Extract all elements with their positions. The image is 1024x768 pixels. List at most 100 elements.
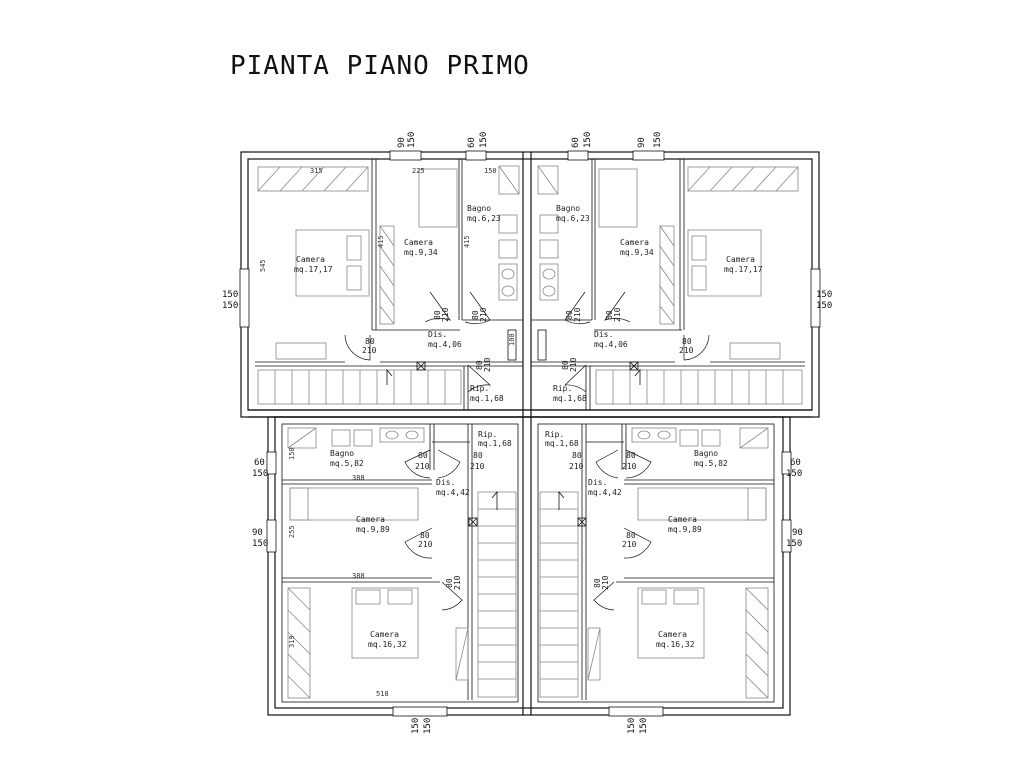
sink-icon bbox=[498, 263, 518, 301]
room-area: mq.4,42 bbox=[588, 488, 622, 497]
door-height: 210 bbox=[453, 575, 462, 590]
room-area: mq.5,82 bbox=[694, 459, 728, 468]
room-area: mq.1,68 bbox=[478, 439, 512, 448]
toilet-icon bbox=[539, 239, 559, 259]
room-area: mq.17,17 bbox=[294, 265, 333, 274]
bidet-icon bbox=[539, 214, 559, 234]
bed-single-icon bbox=[289, 487, 419, 521]
dimension: 150 bbox=[288, 447, 296, 460]
plan-title: PIANTA PIANO PRIMO bbox=[230, 51, 530, 81]
window-height: 150 bbox=[786, 469, 802, 479]
door-width: 80 bbox=[626, 451, 636, 460]
room-name: Bagno bbox=[556, 204, 580, 213]
bed-double-icon bbox=[687, 229, 762, 297]
shower-icon bbox=[498, 165, 520, 195]
door-width: 80 bbox=[365, 337, 375, 346]
door-width: 80 bbox=[682, 337, 692, 346]
room-name: Rip. bbox=[553, 384, 572, 393]
bidet-icon bbox=[353, 429, 373, 447]
dimension: 388 bbox=[352, 572, 365, 580]
room-name: Camera bbox=[404, 238, 433, 247]
unit-bottom-left bbox=[266, 423, 519, 717]
sink-icon bbox=[539, 263, 559, 301]
toilet-icon bbox=[498, 239, 518, 259]
window-height: 150 bbox=[639, 718, 649, 734]
room-name: Dis. bbox=[428, 330, 447, 339]
window-height: 150 bbox=[252, 469, 268, 479]
door-height: 210 bbox=[569, 462, 584, 471]
unit-bottom-right bbox=[537, 423, 792, 717]
door-width: 80 bbox=[565, 310, 574, 320]
bidet-icon bbox=[498, 214, 518, 234]
room-name: Camera bbox=[296, 255, 325, 264]
door-height: 210 bbox=[573, 307, 582, 322]
bed-single-icon bbox=[637, 487, 767, 521]
window-width: 60 bbox=[467, 137, 477, 148]
shower-icon bbox=[287, 427, 317, 449]
room-area: mq.6,23 bbox=[467, 214, 501, 223]
bed-single-icon bbox=[598, 168, 638, 228]
door-height: 210 bbox=[679, 346, 694, 355]
bidet-icon bbox=[679, 429, 699, 447]
room-area: mq.16,32 bbox=[368, 640, 407, 649]
room-name: Camera bbox=[370, 630, 399, 639]
door-height: 210 bbox=[441, 307, 450, 322]
room-area: mq.1,68 bbox=[545, 439, 579, 448]
door-dimensions: 80 210 80 210 80 210 80 210 80 210 80 21… bbox=[362, 307, 694, 590]
window-height: 150 bbox=[786, 539, 802, 549]
room-area: mq.5,82 bbox=[330, 459, 364, 468]
room-area: mq.9,89 bbox=[668, 525, 702, 534]
room-area: mq.1,68 bbox=[470, 394, 504, 403]
toilet-icon bbox=[331, 429, 351, 447]
door-height: 210 bbox=[569, 357, 578, 372]
dimension: 415 bbox=[377, 235, 385, 248]
dimension: 315 bbox=[310, 167, 323, 175]
door-height: 210 bbox=[362, 346, 377, 355]
dimension: 415 bbox=[463, 235, 471, 248]
bed-double-icon bbox=[351, 587, 419, 659]
door-width: 80 bbox=[572, 451, 582, 460]
room-area: mq.16,32 bbox=[656, 640, 695, 649]
window-width: 60 bbox=[254, 458, 265, 468]
shower-icon bbox=[739, 427, 769, 449]
room-name: Camera bbox=[658, 630, 687, 639]
sink-icon bbox=[631, 427, 677, 443]
unit-top-right bbox=[531, 150, 821, 410]
stairs-top-left bbox=[257, 361, 462, 405]
window-width: 90 bbox=[397, 137, 407, 148]
window-width: 90 bbox=[252, 528, 263, 538]
bed-double-icon bbox=[295, 229, 370, 297]
door-height: 210 bbox=[622, 462, 637, 471]
dimension: 150 bbox=[484, 167, 497, 175]
dimension: 255 bbox=[288, 525, 296, 538]
room-name: Camera bbox=[668, 515, 697, 524]
sink-icon bbox=[379, 427, 425, 443]
door-height: 210 bbox=[418, 540, 433, 549]
window-dimensions: 90 150 60 150 60 150 90 150 150 150 150 … bbox=[222, 132, 832, 734]
room-name: Camera bbox=[726, 255, 755, 264]
bed-single-icon bbox=[418, 168, 458, 228]
room-name: Camera bbox=[620, 238, 649, 247]
room-labels: Camera mq.17,17 Camera mq.9,34 Bagno mq.… bbox=[294, 204, 763, 649]
room-name: Rip. bbox=[545, 430, 564, 439]
door-width: 80 bbox=[433, 310, 442, 320]
shower-icon bbox=[537, 165, 559, 195]
dimension: 518 bbox=[376, 690, 389, 698]
door-width: 80 bbox=[561, 360, 570, 370]
window-height: 150 bbox=[653, 132, 663, 148]
door-height: 210 bbox=[613, 307, 622, 322]
door-height: 210 bbox=[479, 307, 488, 322]
window-height: 150 bbox=[407, 132, 417, 148]
stairs-bottom-left bbox=[468, 490, 517, 698]
toilet-icon bbox=[701, 429, 721, 447]
window-height: 150 bbox=[479, 132, 489, 148]
stairs-bottom-right bbox=[539, 490, 587, 698]
window-width: 90 bbox=[792, 528, 803, 538]
room-area: mq.6,23 bbox=[556, 214, 590, 223]
window-height: 150 bbox=[423, 718, 433, 734]
window-height: 150 bbox=[583, 132, 593, 148]
window-width: 60 bbox=[571, 137, 581, 148]
window-width: 90 bbox=[637, 137, 647, 148]
room-name: Rip. bbox=[478, 430, 497, 439]
